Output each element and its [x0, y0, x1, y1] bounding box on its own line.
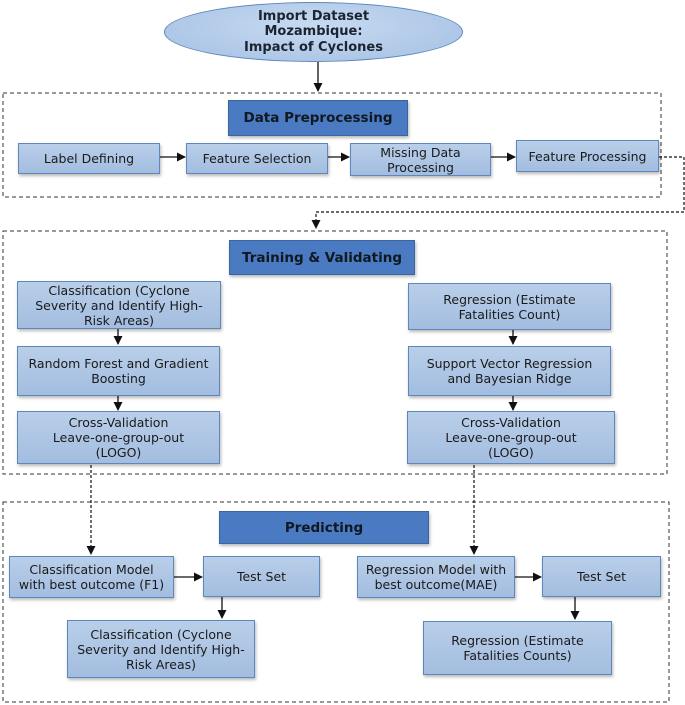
predicting-section-frame [2, 501, 670, 703]
classification-result-node: Classification (Cyclone Severity and Ide… [67, 620, 255, 678]
regression-test-set-node: Test Set [542, 556, 661, 597]
regression-task-node: Regression (Estimate Fatalities Count) [408, 283, 611, 330]
classification-test-set-node: Test Set [203, 556, 320, 597]
classification-task-node: Classification (Cyclone Severity and Ide… [17, 281, 221, 329]
regression-cross-validation-node: Cross-Validation Leave-one-group-out (LO… [407, 411, 615, 464]
missing-data-processing-step: Missing Data Processing [350, 143, 491, 176]
classification-models-node: Random Forest and Gradient Boosting [17, 346, 220, 396]
arrow-preprocessing-to-training [311, 156, 685, 229]
preprocessing-section-frame [2, 92, 662, 198]
regression-models-node: Support Vector Regression and Bayesian R… [408, 346, 611, 396]
training-section-frame [2, 230, 668, 475]
feature-processing-step: Feature Processing [516, 140, 659, 172]
label-defining-step: Label Defining [18, 143, 160, 174]
data-preprocessing-header: Data Preprocessing [228, 100, 408, 136]
feature-selection-step: Feature Selection [186, 143, 328, 174]
classification-best-model-node: Classification Model with best outcome (… [9, 556, 174, 598]
predicting-header: Predicting [219, 511, 429, 544]
classification-cross-validation-node: Cross-Validation Leave-one-group-out (LO… [17, 411, 220, 464]
import-dataset-node: Import Dataset Mozambique: Impact of Cyc… [164, 2, 463, 62]
regression-result-node: Regression (Estimate Fatalities Counts) [423, 621, 612, 675]
training-validating-header: Training & Validating [229, 240, 415, 275]
regression-best-model-node: Regression Model with best outcome(MAE) [357, 556, 515, 598]
